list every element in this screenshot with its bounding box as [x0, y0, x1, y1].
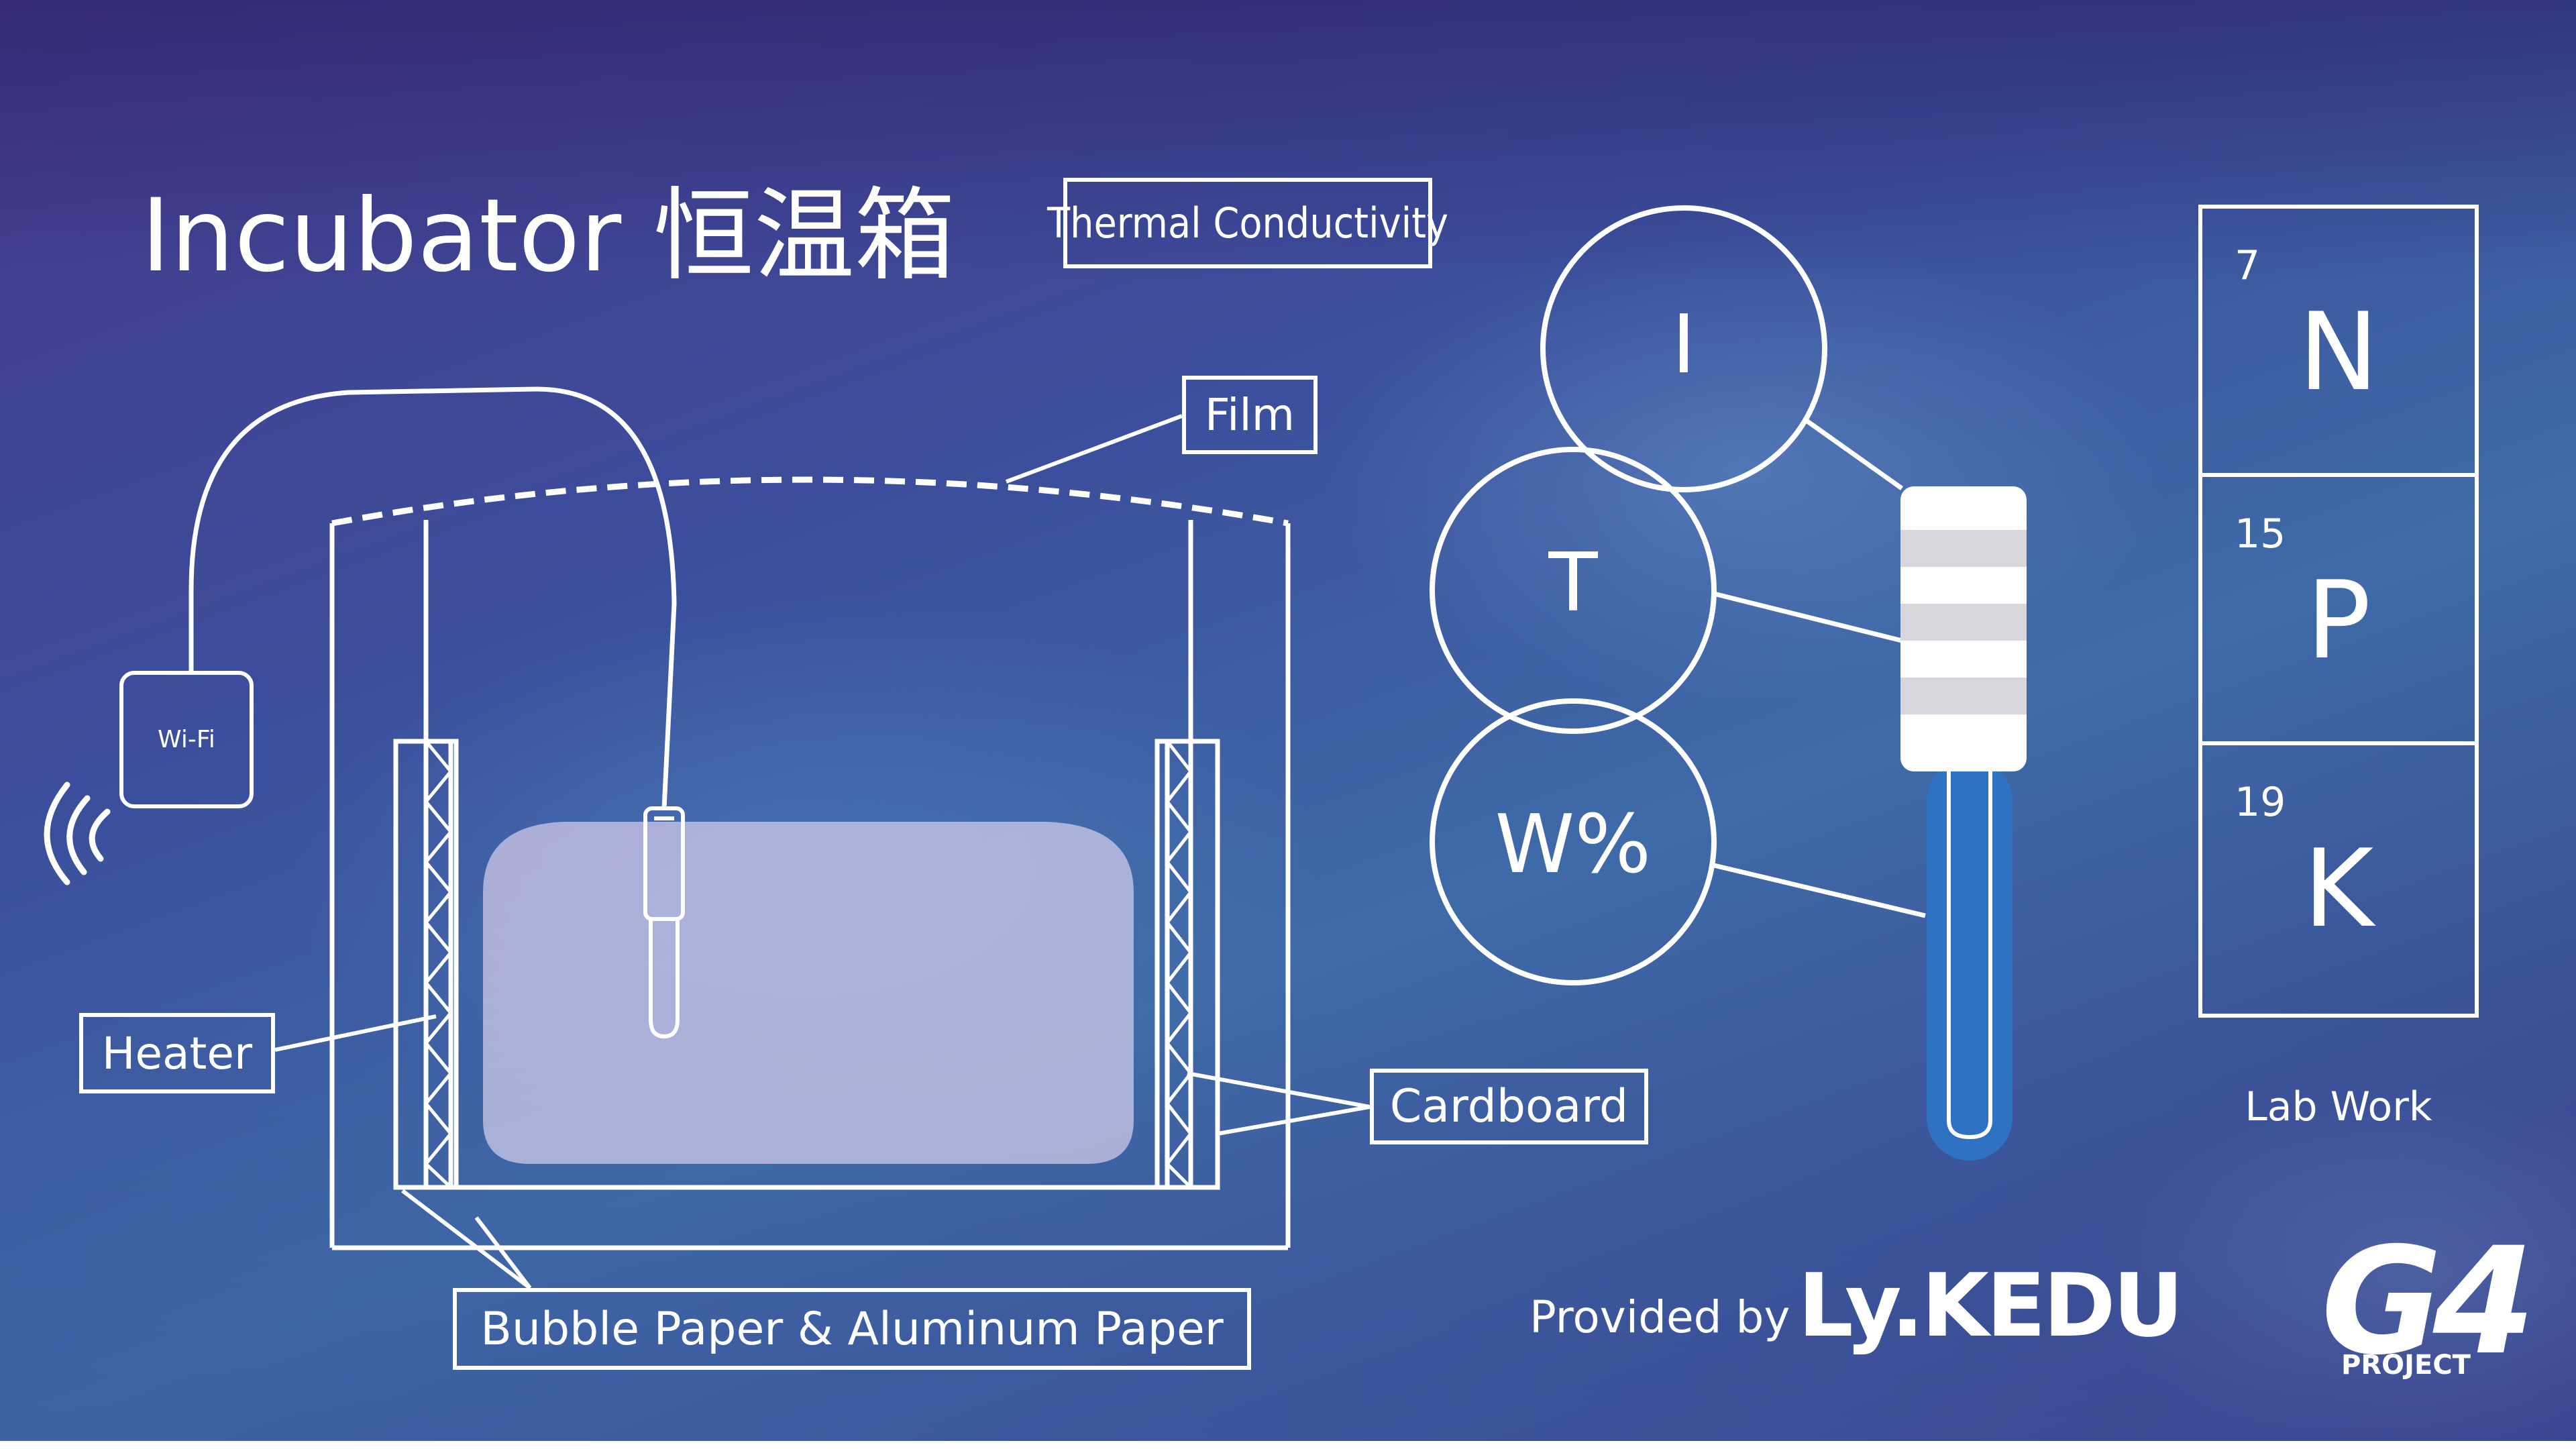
- sensor-circles: [1430, 205, 1827, 985]
- leader-lines: [274, 414, 1371, 1290]
- circle-i-label: I: [1672, 299, 1696, 392]
- right-wall: [1155, 739, 1220, 1190]
- element-symbol: N: [2298, 289, 2379, 415]
- element-symbol: P: [2306, 557, 2371, 683]
- circle-w-label: W%: [1495, 798, 1652, 892]
- element-cell-k: 19 K: [2202, 745, 2475, 1014]
- film-label: Film: [1182, 376, 1318, 454]
- npk-element-table: 7 N 15 P 19 K: [2198, 205, 2479, 1018]
- wifi-waves: [44, 782, 111, 885]
- soil-probe: [643, 806, 685, 1039]
- outer-box: [329, 523, 1291, 1250]
- provided-by-text: Provided by: [1529, 1291, 1790, 1343]
- cardboard-label: Cardboard: [1370, 1069, 1648, 1144]
- circle-connectors: [1713, 417, 1926, 918]
- atomic-number: 15: [2235, 511, 2286, 557]
- element-cell-n: 7 N: [2202, 209, 2475, 477]
- bubble-paper-label: Bubble Paper & Aluminum Paper: [453, 1288, 1251, 1370]
- atomic-number: 7: [2235, 242, 2261, 289]
- circle-i: [1540, 205, 1827, 492]
- left-wall: [393, 739, 459, 1190]
- atomic-number: 19: [2235, 779, 2286, 826]
- lab-work-caption: Lab Work: [2245, 1083, 2432, 1130]
- probe-device: [1900, 486, 2027, 1161]
- film-dashed: [331, 476, 1289, 527]
- heater-label: Heater: [79, 1013, 275, 1093]
- circle-t-label: T: [1548, 537, 1598, 630]
- sensor-cable: [189, 386, 677, 809]
- circle-t: [1430, 447, 1717, 734]
- g4-logo: G4: [2321, 1216, 2536, 1387]
- lykedu-logo: Ly.KEDU: [1798, 1254, 2184, 1356]
- inner-box: [423, 520, 1193, 1190]
- soil-mass: [483, 822, 1134, 1164]
- g4-project-text: PROJECT: [2341, 1350, 2471, 1381]
- wifi-module: Wi-Fi: [119, 671, 254, 808]
- thermal-conductivity-label: Thermal Conductivity: [1047, 178, 1448, 268]
- page-title: Incubator 恒温箱: [141, 178, 955, 294]
- element-symbol: K: [2303, 826, 2374, 951]
- element-cell-p: 15 P: [2202, 477, 2475, 745]
- circle-w: [1430, 698, 1717, 985]
